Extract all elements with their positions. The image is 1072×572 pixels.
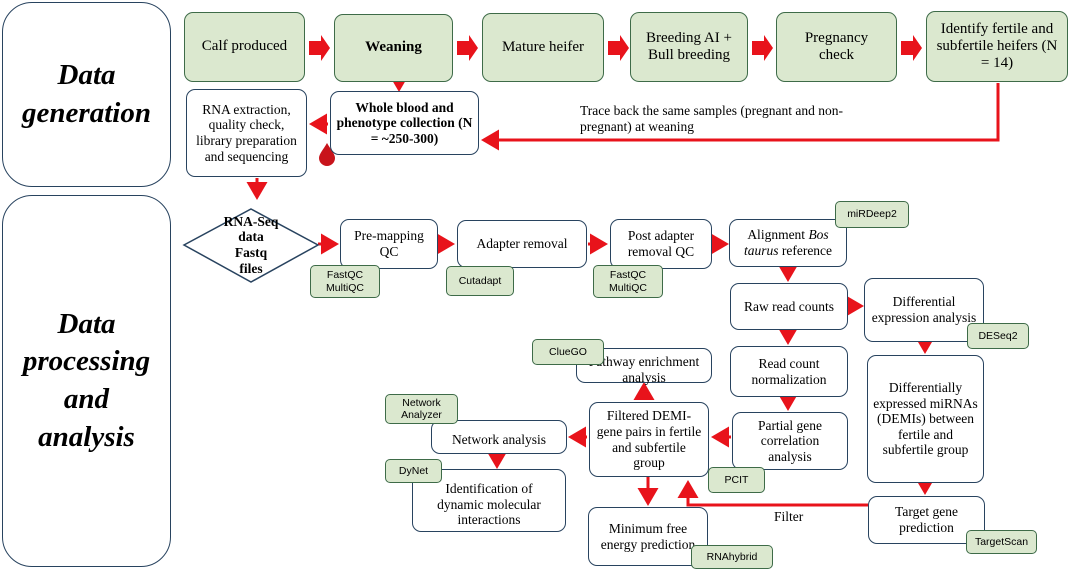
node-rna-extraction-label: RNA extraction, quality check, library p… [196,101,297,164]
node-identify-heifers: Identify fertile and subfertile heifers … [926,11,1068,82]
tool-targetscan: TargetScan [966,530,1037,554]
tool-rnahybrid: RNAhybrid [691,545,773,569]
node-read-count-normalization-label: Read count normalization [751,355,827,387]
node-post-adapter-qc: Post adapter removal QC [610,219,712,269]
node-target-prediction-label: Target gene prediction [895,504,958,535]
node-adapter-removal-label: Adapter removal [476,236,568,252]
tool-dynet: DyNet [385,459,442,483]
section-data-processing-label: Data processing and analysis [22,307,151,453]
node-minimum-free-energy: Minimum free energy prediction [588,507,708,566]
tool-deseq2: DESeq2 [967,323,1029,349]
node-premapping-qc-label: Pre-mapping QC [354,228,424,259]
node-read-count-normalization: Read count normalization [730,346,848,397]
node-post-adapter-qc-label: Post adapter removal QC [627,228,695,259]
node-breeding-label: Breeding AI + Bull breeding [646,29,732,63]
arrow-weaning-mature [457,35,478,61]
node-weaning: Weaning [334,14,453,82]
arrow-identify-blood [481,83,1000,151]
arrow-mature-breeding [608,35,629,61]
node-network-analysis-label: Network analysis [451,432,547,448]
node-differential-expression-label: Differential expression analysis [871,294,977,325]
node-raw-read-counts: Raw read counts [730,283,848,330]
node-dynamic-interactions-label: Identification of dynamic molecular inte… [437,481,541,528]
node-demis: Differentially expressed miRNAs (DEMIs) … [867,355,984,483]
node-partial-correlation-label: Partial gene correlation analysis [757,417,823,464]
node-weaning-label: Weaning [365,39,422,56]
node-filtered-demi: Filtered DEMI-gene pairs in fertile and … [589,402,709,477]
alignment-suffix: reference [778,243,833,258]
node-pregnancy-check: Pregnancy check [776,12,897,82]
node-fastq: RNA-Seq data Fastq files [222,212,280,278]
node-target-prediction: Target gene prediction [868,496,985,544]
node-premapping-qc: Pre-mapping QC [340,219,438,269]
node-calf-produced: Calf produced [184,12,305,82]
filter-label: Filter [774,509,804,524]
arrow-calf-weaning [309,35,330,61]
node-rna-extraction: RNA extraction, quality check, library p… [186,89,307,177]
arrow-pregnancy-identify [901,35,922,61]
tool-fastqc-1: FastQC MultiQC [310,265,380,298]
tool-cluego: ClueGO [532,339,604,365]
arrow-breeding-pregnancy [752,35,773,61]
block-arrows [309,35,922,61]
blood-drop-icon [319,143,335,166]
tool-mirdeep2: miRDeep2 [835,201,909,228]
alignment-species: Bos taurus [743,227,829,258]
node-network-analysis: Network analysis [431,420,567,454]
node-alignment: Alignment Bos taurus reference [729,219,847,267]
tool-fastqc-2: FastQC MultiQC [593,265,663,298]
node-alignment-label: Alignment Bos taurus reference [736,227,840,258]
node-minimum-free-energy-label: Minimum free energy prediction [600,520,696,552]
node-mature-heifer: Mature heifer [482,13,604,82]
node-identify-heifers-label: Identify fertile and subfertile heifers … [936,20,1058,72]
node-whole-blood: Whole blood and phenotype collection (N … [330,91,479,155]
node-calf-produced-label: Calf produced [201,38,288,55]
node-differential-expression: Differential expression analysis [864,278,984,342]
node-partial-correlation: Partial gene correlation analysis [732,412,848,470]
alignment-prefix: Alignment [747,227,809,243]
line-arrows [246,74,1000,507]
node-filtered-demi-label: Filtered DEMI-gene pairs in fertile and … [596,408,702,471]
tool-cutadapt: Cutadapt [446,266,514,296]
tool-pcit: PCIT [708,467,765,493]
section-data-processing: Data processing and analysis [2,195,171,567]
node-breeding: Breeding AI + Bull breeding [630,12,748,82]
node-raw-read-counts-label: Raw read counts [744,298,834,314]
section-data-generation-label: Data generation [22,58,151,129]
tool-network-analyzer: Network Analyzer [385,394,458,424]
node-fastq-label: RNA-Seq data Fastq files [223,213,279,276]
node-whole-blood-label: Whole blood and phenotype collection (N … [336,99,473,146]
section-data-generation: Data generation [2,2,171,187]
node-adapter-removal: Adapter removal [457,220,587,268]
node-mature-heifer-label: Mature heifer [501,38,585,55]
trace-back-label: Trace back the same samples (pregnant an… [580,103,844,134]
node-pathway-enrichment-label: Pathway enrichment analysis [588,353,700,385]
arrow-target-filtered [677,480,868,507]
node-pregnancy-check-label: Pregnancy check [804,29,869,63]
node-demis-label: Differentially expressed miRNAs (DEMIs) … [873,380,978,458]
